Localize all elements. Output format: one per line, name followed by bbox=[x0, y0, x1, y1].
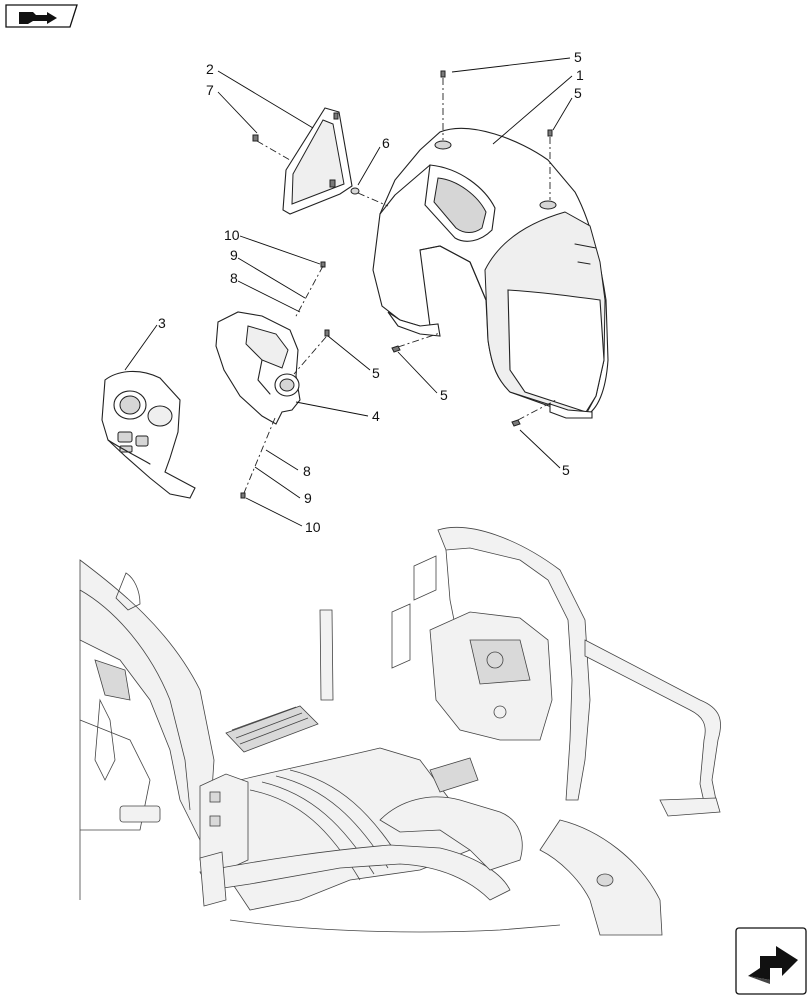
screw-5-right bbox=[547, 129, 553, 137]
callout-8-bottom: 8 bbox=[303, 463, 311, 479]
screw-5-mid bbox=[324, 329, 330, 337]
part-3-console-housing bbox=[101, 370, 196, 499]
assembly-lines bbox=[243, 78, 557, 494]
cab-context-background bbox=[79, 527, 721, 936]
nut-6 bbox=[350, 187, 360, 195]
callout-5-lower: 5 bbox=[440, 387, 448, 403]
callout-5-mid: 5 bbox=[372, 365, 380, 381]
screw-5-top bbox=[440, 70, 446, 78]
part-4-cover-bracket bbox=[215, 311, 301, 425]
callout-labels: 5 1 5 2 7 6 10 9 8 3 5 4 5 5 8 9 10 bbox=[158, 49, 584, 535]
bolt-10-top bbox=[320, 261, 326, 268]
fasteners bbox=[240, 70, 553, 499]
book-arrow-icon[interactable] bbox=[5, 4, 78, 28]
callout-6: 6 bbox=[382, 135, 390, 151]
callout-5-upper-right: 5 bbox=[574, 85, 582, 101]
part-2-window-panel bbox=[282, 107, 353, 215]
callout-8-top: 8 bbox=[230, 270, 238, 286]
screw-5-lower-right bbox=[511, 419, 521, 427]
leader-lines bbox=[124, 57, 573, 527]
callout-3: 3 bbox=[158, 315, 166, 331]
callout-9-bottom: 9 bbox=[304, 490, 312, 506]
callout-5-top: 5 bbox=[574, 49, 582, 65]
part-1-dash-shroud bbox=[372, 127, 609, 419]
callout-9-top: 9 bbox=[230, 247, 238, 263]
screw-5-lower-left bbox=[391, 345, 401, 353]
callout-4: 4 bbox=[372, 408, 380, 424]
callout-7: 7 bbox=[206, 82, 214, 98]
callout-10-bottom: 10 bbox=[305, 519, 321, 535]
callout-1: 1 bbox=[576, 67, 584, 83]
bolt-10-bottom bbox=[240, 492, 246, 499]
callout-10-top: 10 bbox=[224, 227, 240, 243]
screw-7 bbox=[252, 134, 259, 142]
callout-2: 2 bbox=[206, 61, 214, 77]
callout-5-bottom: 5 bbox=[562, 462, 570, 478]
next-page-arrow-icon[interactable] bbox=[735, 927, 807, 995]
